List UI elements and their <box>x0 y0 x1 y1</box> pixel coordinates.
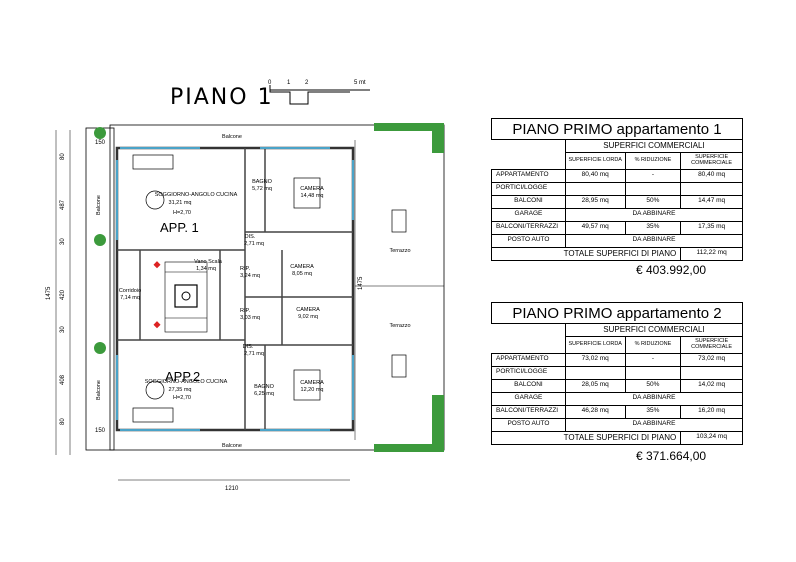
table-row: BALCONI 28,05 mq 50% 14,02 mq <box>491 378 743 393</box>
room-area: 31,21 mq <box>169 200 192 206</box>
dim-label: 150 <box>95 140 106 146</box>
table-row: POSTO AUTO DA ABBINARE <box>491 417 744 432</box>
stair <box>164 261 208 333</box>
room-area: 2,71 mq <box>244 241 264 247</box>
room-label: DIS. <box>243 344 254 350</box>
col-header: SUPERFICIE COMMERCIALE <box>680 151 743 170</box>
dim-label: 30 <box>60 238 66 245</box>
room-area: 14,48 mq <box>301 193 324 199</box>
room-label: Corridoio <box>119 288 141 294</box>
dining-table-icon <box>132 154 407 423</box>
room-height: H=2,70 <box>173 395 191 401</box>
table-title: PIANO PRIMO appartamento 2 <box>491 302 743 324</box>
balcone-label: Balcone <box>222 134 242 140</box>
room-area: 3,24 mq <box>240 273 260 279</box>
balcone-label: Balcone <box>96 380 102 400</box>
room-label: CAMERA <box>290 264 314 270</box>
room-area: 7,14 mq <box>120 295 140 301</box>
surface-table-app2: PIANO PRIMO appartamento 2 SUPERFICI COM… <box>490 302 744 445</box>
table-row: BALCONI 28,95 mq 50% 14,47 mq <box>491 194 743 209</box>
elevator-icon <box>181 291 191 301</box>
room-label: SOGGIORNO-ANGOLO CUCINA <box>155 192 238 198</box>
scale-bar <box>269 85 370 105</box>
table-row: GARAGE DA ABBINARE <box>491 207 744 222</box>
room-label: CAMERA <box>296 307 320 313</box>
table-subtitle: SUPERFICI COMMERCIALI <box>564 323 744 337</box>
dim-label: 30 <box>60 326 66 333</box>
total-row: TOTALE SUPERFICI DI PIANO 112,22 mq <box>490 246 743 261</box>
room-area: 3,03 mq <box>240 315 260 321</box>
table-row: BALCONI/TERRAZZI 46,28 mq 35% 16,20 mq <box>491 404 743 419</box>
table-title: PIANO PRIMO appartamento 1 <box>491 118 743 140</box>
col-header: % RIDUZIONE <box>624 335 682 354</box>
room-area: 9,02 mq <box>298 314 318 320</box>
table-subtitle: SUPERFICI COMMERCIALI <box>564 139 744 153</box>
room-area: 2,71 mq <box>244 351 264 357</box>
apartment-label: APP. 1 <box>160 220 199 235</box>
room-area: 12,20 mq <box>301 387 324 393</box>
dim-label: 487 <box>60 199 66 210</box>
price-app2: € 371.664,00 <box>636 449 707 463</box>
col-header: SUPERFICIE COMMERCIALE <box>680 335 743 354</box>
fire-marker-icon <box>153 321 161 329</box>
room-label: SOGGIORNO-ANGOLO CUCINA <box>145 379 228 385</box>
dim-label: 80 <box>60 418 66 425</box>
room-label: Vano Scala <box>194 259 223 265</box>
terrazzo-label: Terrazzo <box>389 323 410 329</box>
room-label: RIP. <box>240 266 250 272</box>
dim-label: 408 <box>60 374 66 385</box>
balcone-label: Balcone <box>96 195 102 215</box>
table-row: POSTO AUTO DA ABBINARE <box>491 233 744 248</box>
room-label: CAMERA <box>300 186 324 192</box>
dimension-lines <box>55 130 356 481</box>
price-app1: € 403.992,00 <box>636 263 707 277</box>
room-height: H=2,70 <box>173 210 191 216</box>
room-label: DIS. <box>245 234 256 240</box>
dim-label: 150 <box>95 428 106 434</box>
dim-label: 1475 <box>358 276 364 290</box>
table-row: GARAGE DA ABBINARE <box>491 391 744 406</box>
col-header: SUPERFICIE LORDA <box>564 151 626 170</box>
room-area: 27,35 mq <box>169 387 192 393</box>
windows <box>116 147 354 431</box>
room-label: BAGNO <box>254 384 275 390</box>
fire-marker-icon <box>153 261 161 269</box>
dim-label: 1475 <box>46 286 52 300</box>
building-walls <box>115 146 355 432</box>
total-row: TOTALE SUPERFICI DI PIANO 103,24 mq <box>490 430 743 445</box>
room-label: CAMERA <box>300 380 324 386</box>
plan-title: PIANO 1 <box>170 85 274 110</box>
balcone-label: Balcone <box>222 443 242 449</box>
col-header: SUPERFICIE LORDA <box>564 335 626 354</box>
room-area: 5,72 mq <box>252 186 272 192</box>
dim-label: 420 <box>60 289 66 300</box>
room-area: 8,05 mq <box>292 271 312 277</box>
table-row: PORTICI/LOGGE <box>491 181 743 196</box>
dim-label: 1210 <box>225 486 239 492</box>
room-label: RIP. <box>240 308 250 314</box>
interior-walls <box>117 148 353 430</box>
plant-icon <box>94 123 444 452</box>
room-label: BAGNO <box>252 179 273 185</box>
scale-label-5: 5 mt <box>354 80 366 86</box>
terrazzo-label: Terrazzo <box>389 248 410 254</box>
table-row: BALCONI/TERRAZZI 49,57 mq 35% 17,35 mq <box>491 220 743 235</box>
room-area: 1,34 mq <box>196 266 216 272</box>
table-row: APPARTAMENTO 73,02 mq - 73,02 mq <box>491 352 743 367</box>
surface-table-app1: PIANO PRIMO appartamento 1 SUPERFICI COM… <box>490 118 744 261</box>
scale-label-0: 0 <box>268 80 272 86</box>
room-area: 6,25 mq <box>254 391 274 397</box>
scale-label-2: 2 <box>305 80 309 86</box>
col-header: % RIDUZIONE <box>624 151 682 170</box>
table-row: APPARTAMENTO 80,40 mq - 80,40 mq <box>491 168 743 183</box>
scale-label-1: 1 <box>287 80 291 86</box>
apartment-label: APP.2 <box>165 369 200 384</box>
dim-label: 80 <box>60 153 66 160</box>
table-row: PORTICI/LOGGE <box>491 365 743 380</box>
